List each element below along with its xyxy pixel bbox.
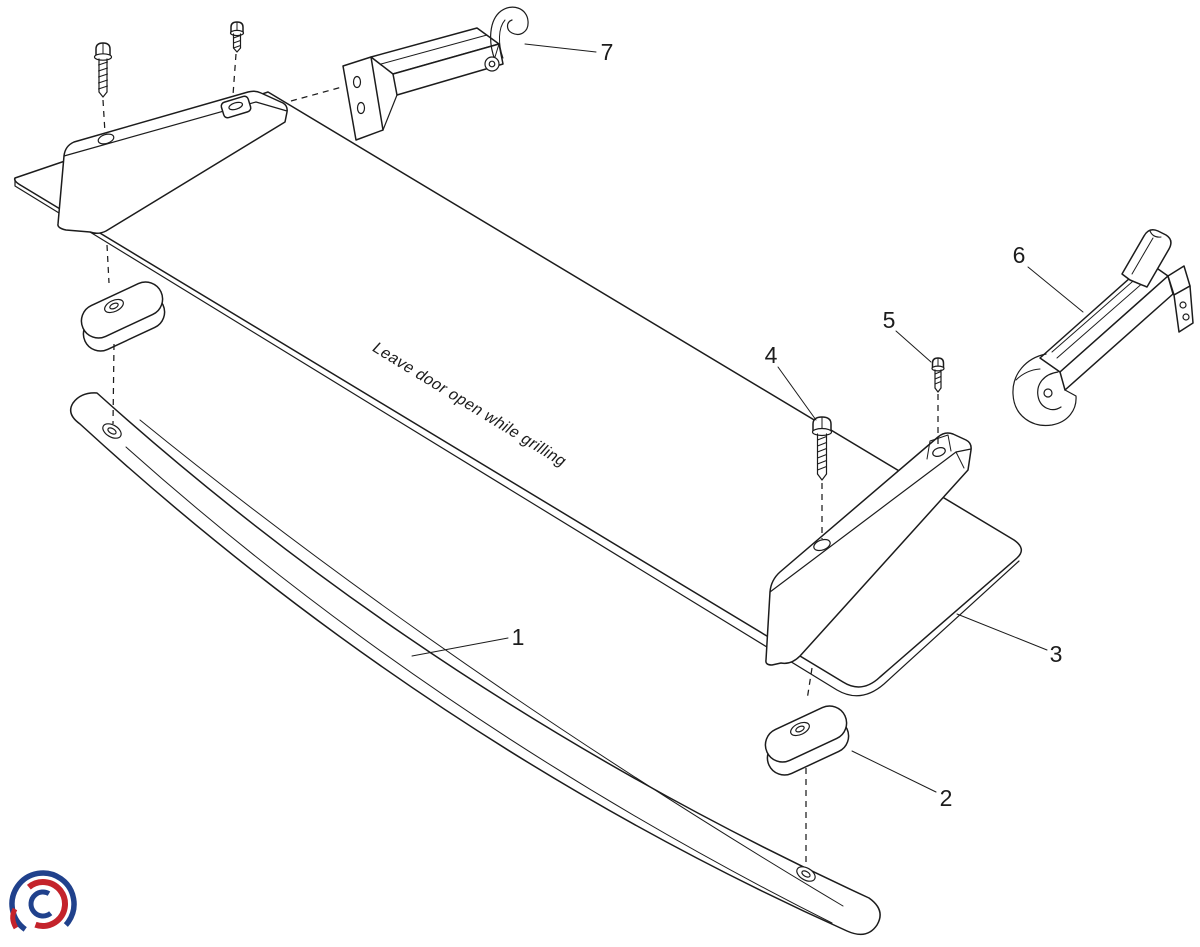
callout-3: 3 bbox=[956, 613, 1063, 667]
handle-hole-left-inner bbox=[107, 427, 117, 435]
block-body bbox=[57, 90, 288, 235]
short-screw-top-left bbox=[229, 21, 245, 53]
callout-label: 1 bbox=[512, 624, 525, 650]
hinge-lever bbox=[1121, 229, 1172, 288]
logo-ring-red bbox=[18, 879, 68, 930]
spacer-hole-inner bbox=[109, 302, 119, 310]
assembly-line bbox=[102, 99, 106, 134]
block-screw-hole bbox=[813, 538, 831, 552]
screw-flange bbox=[93, 53, 113, 61]
screw-flange bbox=[931, 365, 945, 372]
hinge-plate-hole bbox=[352, 75, 362, 89]
screw-threads bbox=[817, 436, 827, 471]
screw-threads bbox=[98, 61, 108, 90]
assembly-line bbox=[806, 667, 813, 701]
hinge-hook-slot bbox=[1043, 388, 1053, 398]
callout-label: 6 bbox=[1013, 242, 1026, 268]
spacer-top bbox=[764, 705, 848, 763]
callout-6: 6 bbox=[1013, 242, 1084, 313]
callout-5: 5 bbox=[883, 307, 932, 363]
assembly-line bbox=[232, 53, 237, 96]
right-mount-block bbox=[765, 432, 972, 666]
screw-flange bbox=[229, 29, 245, 37]
hinge-channel-line bbox=[1051, 267, 1154, 359]
hinge-lever-inner bbox=[1131, 237, 1154, 275]
spacer-top bbox=[80, 281, 164, 339]
callout-label: 5 bbox=[883, 307, 896, 333]
screw-tip bbox=[934, 387, 942, 393]
flange-hole bbox=[1179, 301, 1187, 309]
logo-background bbox=[7, 868, 79, 940]
bottom-spacer bbox=[764, 705, 850, 776]
callout-label: 7 bbox=[601, 39, 614, 65]
hinge-hook-inner bbox=[1037, 371, 1062, 411]
callout-4: 4 bbox=[765, 342, 817, 421]
hinge-lever-curl bbox=[1149, 230, 1162, 238]
assembly-line bbox=[106, 244, 110, 284]
hinge-link-line bbox=[494, 43, 500, 58]
flange-hole bbox=[1182, 313, 1190, 321]
block-notch bbox=[926, 434, 952, 460]
hinge-lever-inner bbox=[499, 19, 506, 59]
screw-tip bbox=[232, 47, 242, 53]
logo-tail bbox=[10, 907, 19, 930]
screw-threads bbox=[233, 35, 241, 49]
handle-hole-right-inner bbox=[801, 870, 811, 878]
hinge-pivot-pin bbox=[488, 60, 496, 68]
logo-ring-inner bbox=[28, 889, 58, 919]
callout-leader bbox=[956, 613, 1048, 651]
spacer-hole-inner bbox=[795, 725, 805, 733]
screw-tip bbox=[98, 91, 108, 98]
assembly-lines bbox=[102, 53, 939, 863]
block-screw-hole bbox=[97, 133, 115, 145]
handle-rib bbox=[139, 419, 844, 907]
hinge-hook-mouth bbox=[1015, 368, 1041, 381]
block-notch-hole bbox=[932, 447, 946, 457]
screw-part-5 bbox=[931, 357, 945, 393]
callout-label: 4 bbox=[765, 342, 778, 368]
retainer-clip bbox=[220, 95, 252, 119]
callout-leader bbox=[411, 637, 509, 657]
hinge-plate bbox=[342, 56, 384, 141]
callout-leader bbox=[1027, 266, 1084, 313]
screw-threads bbox=[934, 371, 942, 385]
clip-slot bbox=[228, 101, 244, 111]
screw-flange bbox=[811, 427, 833, 437]
screw-part-4 bbox=[811, 416, 833, 481]
callout-1: 1 bbox=[411, 624, 525, 657]
hinge-hook-outer bbox=[1012, 353, 1077, 427]
panel-face bbox=[13, 91, 1023, 688]
left-spacer bbox=[80, 281, 166, 352]
callout-leader bbox=[851, 750, 937, 793]
callout-leader bbox=[777, 366, 817, 421]
assembly-line bbox=[290, 86, 343, 102]
door-handle bbox=[69, 392, 881, 936]
block-crease bbox=[63, 101, 288, 157]
callout-label: 2 bbox=[940, 785, 953, 811]
callout-leader bbox=[895, 330, 932, 363]
screw-tip bbox=[816, 473, 828, 481]
handle-rib bbox=[125, 446, 833, 924]
top-hinge-assembly bbox=[342, 6, 529, 141]
hinge-body-front bbox=[392, 43, 504, 96]
callout-2: 2 bbox=[851, 750, 953, 811]
panel-thickness-edge bbox=[14, 177, 1020, 697]
hinge-body-edge bbox=[382, 94, 398, 131]
hinge-channel-line bbox=[380, 34, 488, 65]
hinge-plate-hole bbox=[356, 101, 366, 115]
assembly-line bbox=[112, 343, 115, 425]
block-end-edge bbox=[955, 451, 965, 469]
swirl-logo bbox=[7, 868, 79, 940]
callout-label: 3 bbox=[1050, 641, 1063, 667]
logo-ring-outer bbox=[9, 870, 77, 938]
hinge-lever bbox=[490, 6, 529, 61]
left-mount-block bbox=[57, 90, 288, 235]
callout-7: 7 bbox=[524, 39, 614, 65]
hinge-flange-lower bbox=[1173, 285, 1194, 333]
callout-leader bbox=[524, 43, 597, 53]
long-screw-top-left bbox=[93, 42, 113, 98]
block-body bbox=[765, 432, 972, 666]
right-hinge-assembly bbox=[1012, 229, 1194, 427]
